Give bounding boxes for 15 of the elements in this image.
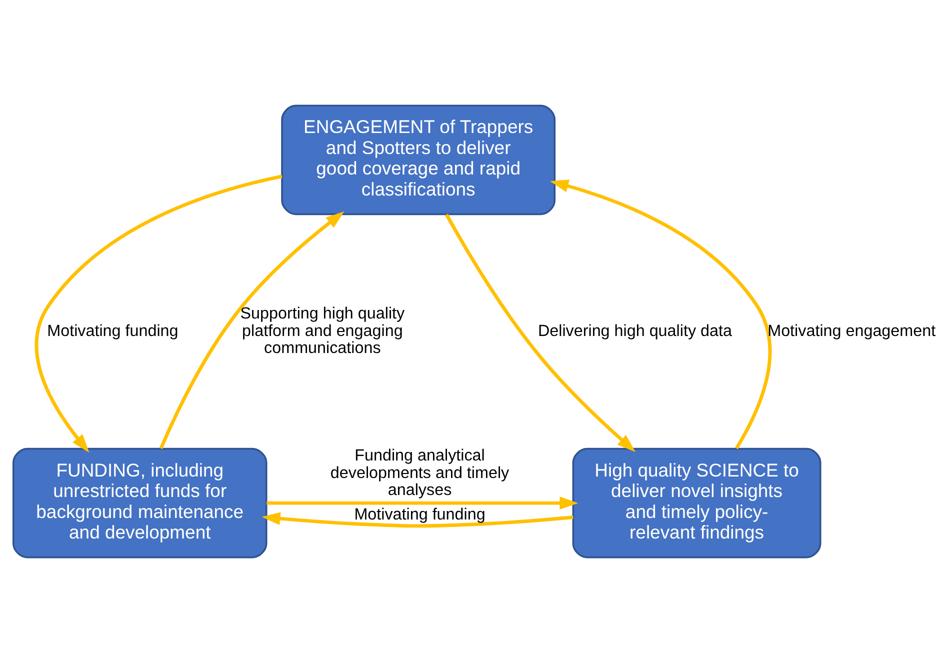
arrow bbox=[266, 496, 578, 510]
node-box: High quality SCIENCE to deliver novel insights and timely policy-relevant findings bbox=[572, 447, 822, 558]
arrow bbox=[34, 174, 282, 452]
node-box: ENGAGEMENT of Trappers and Spotters to deliver good coverage and rapid classifications bbox=[281, 104, 556, 215]
edge-label: Motivating funding bbox=[354, 504, 486, 523]
edge-label: Delivering high quality data bbox=[538, 321, 732, 340]
arrow bbox=[159, 210, 344, 449]
arrow bbox=[550, 179, 772, 449]
edge-label: Funding analytical developments and timely analyses bbox=[330, 446, 510, 499]
node-box: FUNDING, including unrestricted funds for background maintenance and development bbox=[12, 447, 268, 558]
edge-label: Motivating engagement bbox=[768, 321, 936, 340]
arrow bbox=[262, 512, 574, 528]
edge-label: Motivating funding bbox=[47, 321, 178, 340]
edge-label: Supporting high quality platform and engaging communications bbox=[240, 304, 405, 357]
arrow bbox=[444, 213, 636, 452]
